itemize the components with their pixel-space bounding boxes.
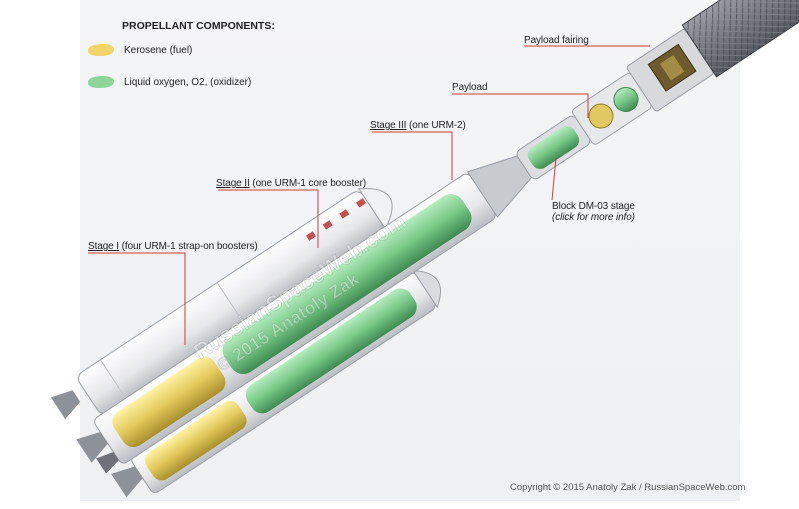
block-dm-link[interactable]: Block DM-03 stage (click for more info) [552, 201, 635, 223]
leader-lines [88, 45, 650, 345]
stage1-name: Stage I [88, 241, 119, 252]
kerosene-tank-lower [144, 400, 247, 481]
label-stage1: Stage I (four URM-1 strap-on boosters) [88, 241, 258, 252]
payload [626, 29, 714, 112]
booster-marking [306, 198, 367, 241]
label-block-dm: Block DM-03 stage [552, 201, 635, 212]
leader-stage2 [218, 189, 319, 248]
legend-item-lox: Liquid oxygen, O2, (oxidizer) [88, 75, 251, 89]
leader-stage1 [88, 252, 186, 345]
rocket-assembly [50, 0, 799, 498]
stage2-name: Stage II [216, 178, 250, 189]
label-payload-fairing: Payload fairing [524, 35, 589, 46]
copyright-text: Copyright © 2015 Anatoly Zak / RussianSp… [510, 482, 746, 493]
strap-on-booster-lower [131, 269, 441, 493]
kerosene-tank-core [112, 356, 226, 448]
label-payload: Payload [452, 82, 488, 93]
leader-block-dm [551, 157, 557, 201]
kerosene-swatch [88, 44, 114, 56]
lox-tank-core [222, 194, 472, 375]
payload-fairing [681, 0, 799, 78]
label-block-dm-note: (click for more info) [552, 212, 635, 223]
stage-three [466, 115, 591, 218]
stage1-desc: (four URM-1 strap-on boosters) [119, 241, 258, 252]
label-stage3: Stage III (one URM-2) [370, 120, 466, 131]
strap-on-booster-upper [77, 188, 393, 414]
stage2-desc: (one URM-1 core booster) [249, 178, 367, 189]
engine-nozzles [50, 390, 143, 498]
legend-label-kerosene: Kerosene (fuel) [124, 44, 193, 56]
stage3-name: Stage III [370, 120, 407, 131]
lox-tank-stage3 [527, 126, 580, 169]
lox-tank-lower [245, 288, 417, 414]
leader-stage3 [372, 131, 453, 180]
legend-label-lox: Liquid oxygen, O2, (oxidizer) [124, 76, 252, 88]
core-booster [94, 173, 496, 464]
block-dm-stage [572, 73, 652, 145]
legend-title: PROPELLANT COMPONENTS: [122, 20, 275, 32]
stage3-desc: (one URM-2) [406, 120, 466, 131]
lox-swatch [88, 76, 114, 88]
leader-payload [452, 93, 589, 118]
legend-item-kerosene: Kerosene (fuel) [88, 43, 192, 57]
label-stage2: Stage II (one URM-1 core booster) [216, 178, 366, 189]
